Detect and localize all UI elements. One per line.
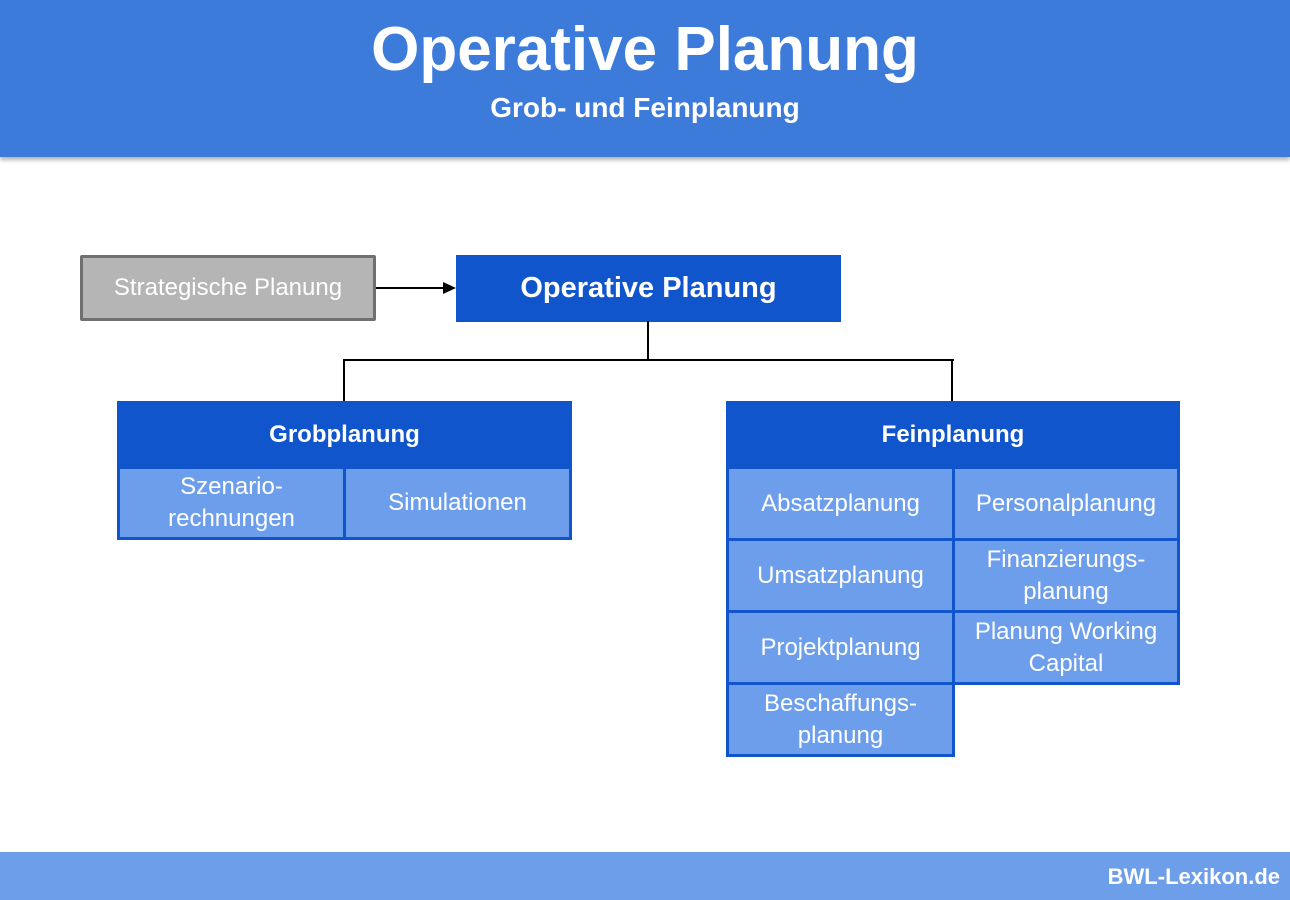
operative-planning-box: Operative Planung [456, 255, 841, 322]
fein-item: Absatzplanung [726, 466, 955, 541]
fein-item: Personalplanung [952, 466, 1180, 541]
page-subtitle: Grob- und Feinplanung [490, 92, 800, 123]
arrowhead-icon [443, 282, 456, 294]
brand-link[interactable]: BWL-Lexikon.de [1107, 864, 1280, 889]
footer-bar: BWL-Lexikon.de [0, 852, 1290, 900]
header-banner: Operative Planung Grob- und Feinplanung [0, 0, 1290, 157]
grob-item: Simulationen [343, 466, 572, 540]
connector-line [951, 359, 953, 401]
strategic-planning-box: Strategische Planung [80, 255, 376, 321]
feinplanung-header: Feinplanung [726, 401, 1180, 469]
page-title: Operative Planung [371, 15, 919, 84]
grobplanung-header: Grobplanung [117, 401, 572, 469]
grob-item: Szenario- rechnungen [117, 466, 346, 540]
connector-line [647, 321, 649, 360]
fein-item: Projektplanung [726, 610, 955, 685]
connector-line [343, 359, 954, 361]
fein-item: Umsatzplanung [726, 538, 955, 613]
fein-item: Planung Working Capital [952, 610, 1180, 685]
connector-line [343, 359, 345, 401]
fein-item: Finanzierungs- planung [952, 538, 1180, 613]
fein-item: Beschaffungs- planung [726, 682, 955, 757]
arrow-line [376, 287, 444, 289]
